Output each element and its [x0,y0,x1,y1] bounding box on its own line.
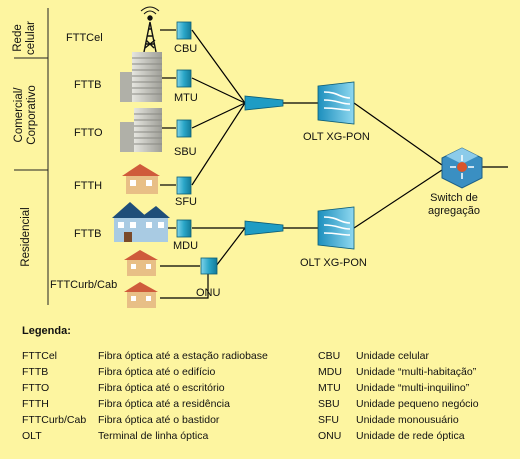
label-mtu: MTU [174,92,198,104]
label-ftth: FTTH [74,180,103,192]
building-icon-sbu [120,108,162,152]
house-icon-curb-2 [124,282,158,308]
label-sbu: SBU [174,146,197,158]
link-sfu-splitter [191,102,246,186]
group-label-business: Comercial/ Corporativo [13,85,38,145]
olt-icon-bottom [317,206,355,250]
legend-title: Legenda: [22,325,71,337]
label-mdu: MDU [173,240,199,252]
house-icon-ftth [122,164,160,194]
mtu-unit-icon [176,69,192,88]
mdu-building-icon [112,202,170,242]
link-mtu-splitter [191,77,246,104]
splitter-icon-bottom [244,220,284,236]
label-cbu: CBU [174,43,198,55]
house-icon-curb-1 [124,250,158,276]
mdu-unit-icon [176,219,192,238]
link-olt-top-switch [353,102,443,166]
olt-icon-top [317,81,355,125]
label-fttcurb: FTTCurb/Cab [50,279,118,291]
sfu-unit-icon [176,176,192,195]
label-switch: Switch de agregação [428,192,480,217]
fiber-links [160,29,508,299]
unit-icons [176,21,218,275]
link-cbu-splitter [191,29,246,104]
link-olt-bottom-switch [353,169,443,229]
label-fttb-residential: FTTB [74,228,102,240]
group-dividers [14,8,49,305]
label-ftto: FTTO [74,127,103,139]
link-onu-splitter [215,227,246,267]
link-sbu-splitter [191,102,246,129]
label-fttb-business: FTTB [74,79,102,91]
label-onu: ONU [196,287,221,299]
splitter-icon-top [244,95,284,111]
cbu-unit-icon [176,21,192,40]
link-house2-onu [160,273,209,299]
cell-tower-icon [140,6,160,53]
switch-icon [441,147,483,189]
onu-unit-icon [200,257,218,275]
group-label-cellular: Rede celular [12,21,37,55]
diagram-canvas [14,6,508,308]
label-olt-top: OLT XG-PON [303,131,370,143]
label-fttcel: FTTCel [66,32,103,44]
building-icon-mtu [120,52,162,102]
label-olt-bottom: OLT XG-PON [300,257,367,269]
group-label-residential: Residencial [20,207,32,267]
sbu-unit-icon [176,119,192,138]
label-sfu: SFU [175,196,197,208]
